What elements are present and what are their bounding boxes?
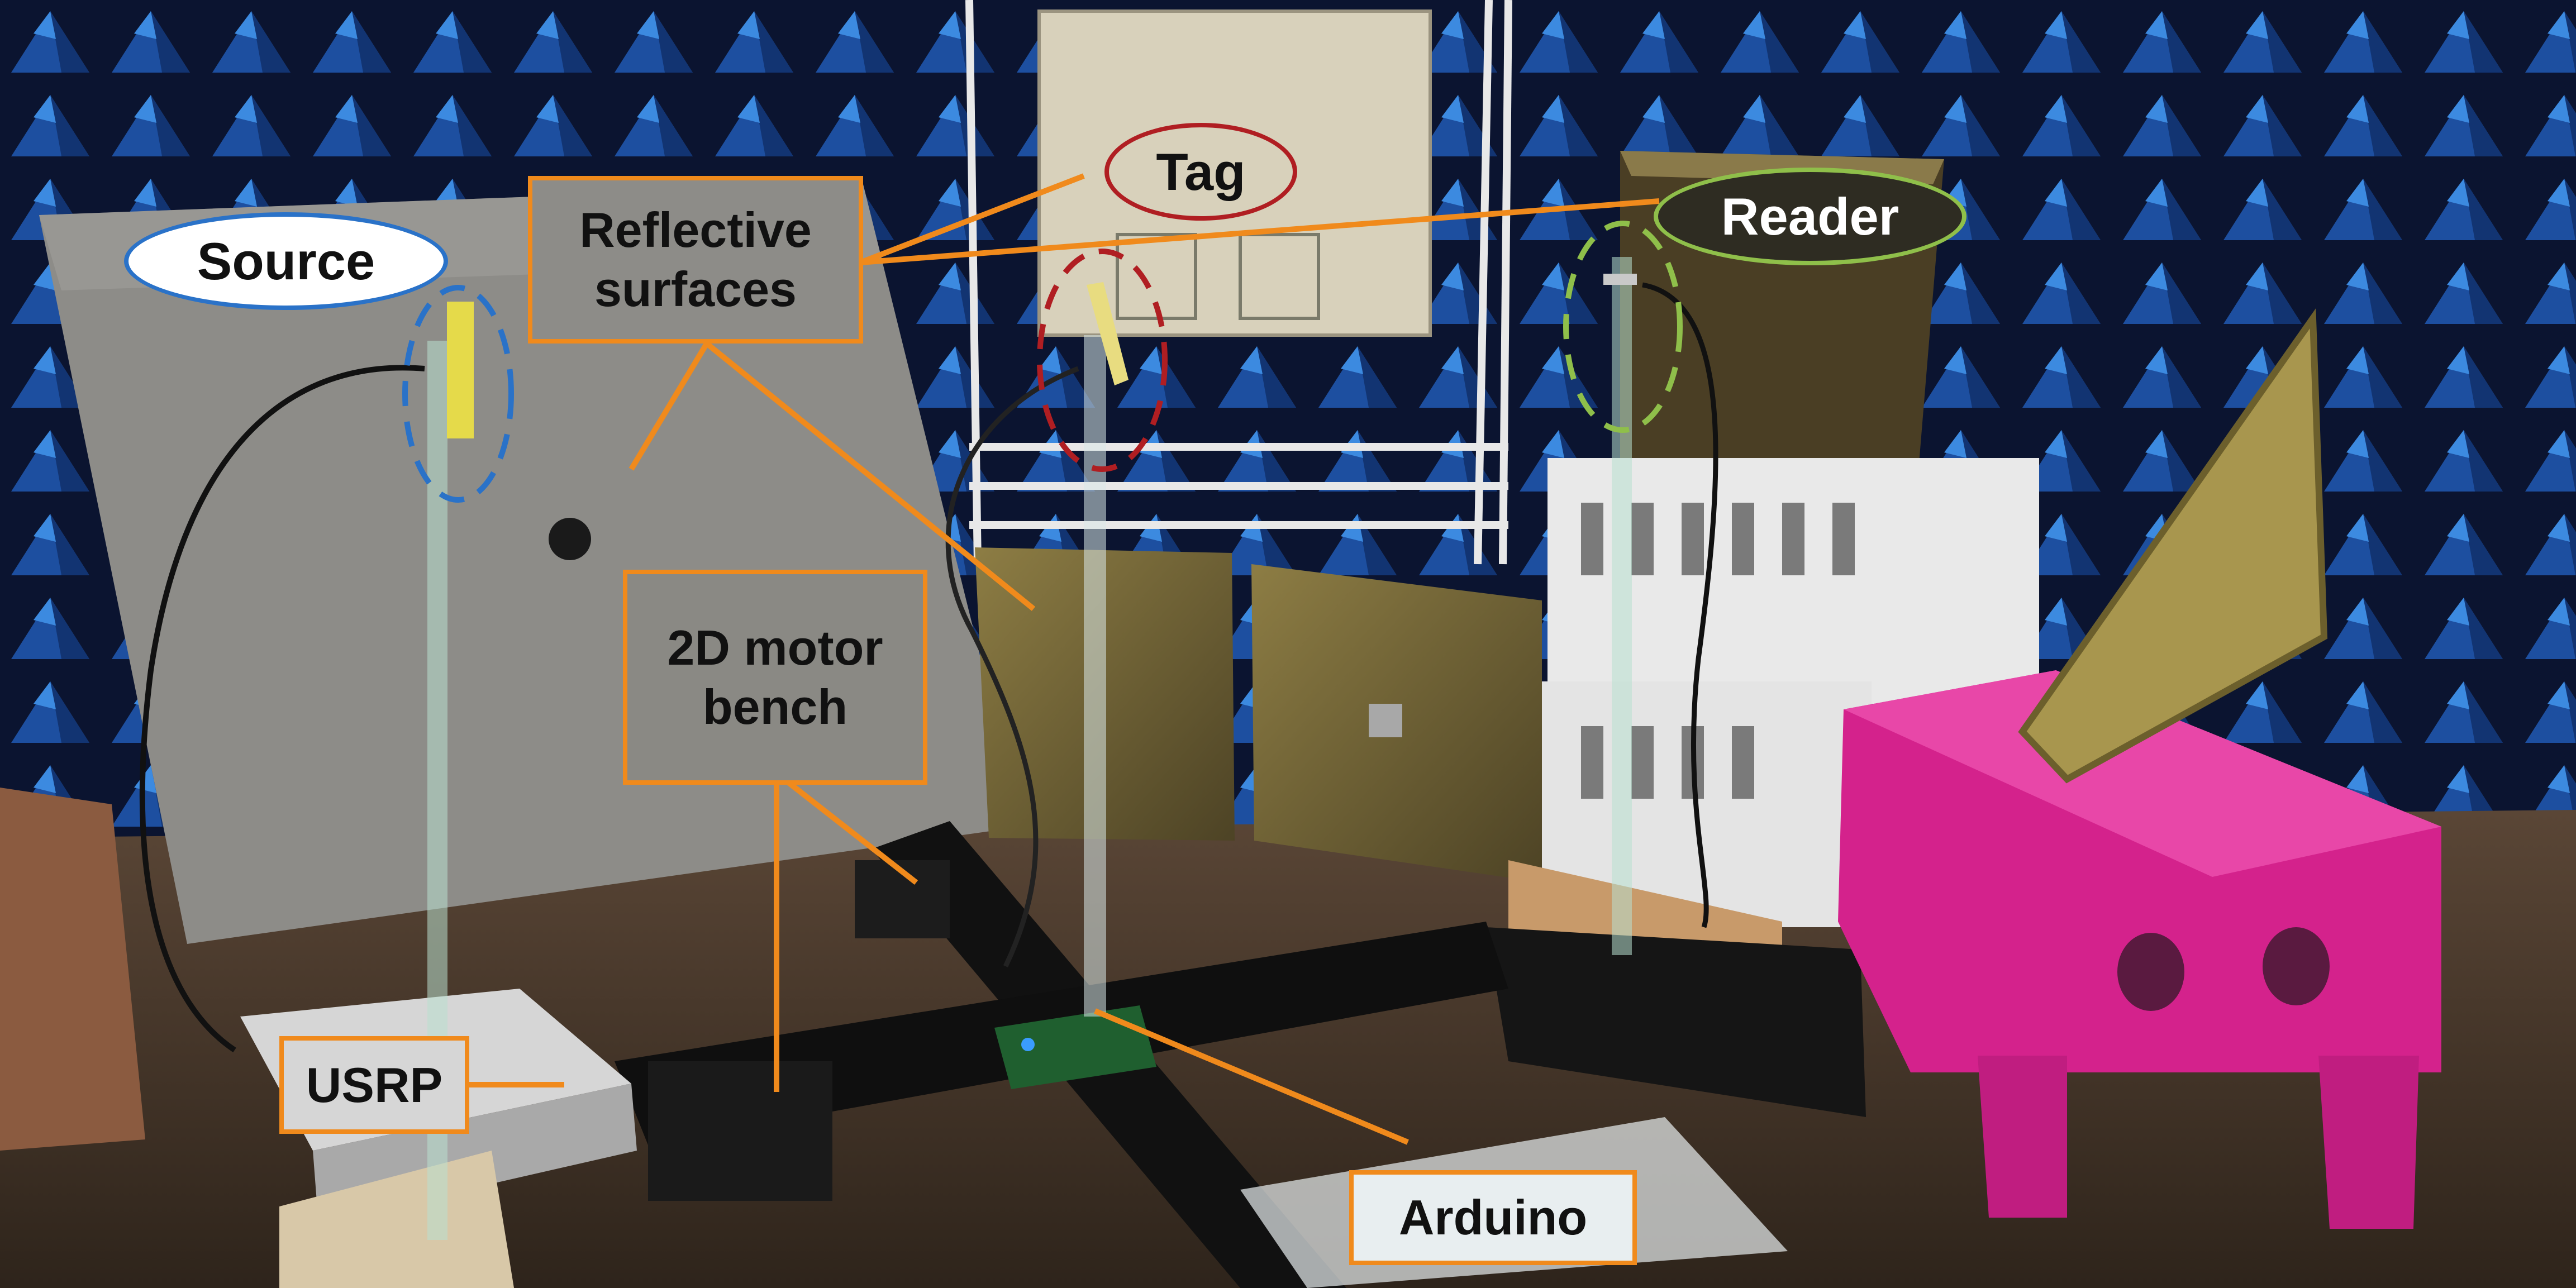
source-label: Source [124, 212, 448, 310]
tag-antenna [1087, 282, 1129, 385]
arduino-label-text: Arduino [1398, 1190, 1588, 1246]
brass-tray [2018, 308, 2328, 784]
arduino-board [994, 1005, 1156, 1089]
source-antenna-marker [402, 285, 514, 503]
source-label-text: Source [197, 231, 375, 290]
sheet-knob [549, 518, 591, 560]
reader-pole [1612, 257, 1632, 955]
reflective-surfaces-label-text: Reflective surfaces [579, 202, 812, 317]
usrp-label-text: USRP [306, 1057, 443, 1113]
reader-label-text: Reader [1721, 187, 1899, 246]
motor-bench-label: 2D motor bench [623, 570, 927, 785]
tag-label-text: Tag [1156, 142, 1246, 201]
tag-pole [1084, 335, 1106, 1017]
reflective-surfaces-label: Reflective surfaces [528, 176, 863, 344]
wood-block-front [279, 1151, 514, 1288]
cardboard [0, 788, 145, 1151]
motor-left [648, 1061, 832, 1201]
reader-label: Reader [1654, 168, 1966, 265]
wire-shelf [965, 0, 1512, 565]
tag-antenna-marker [1037, 249, 1168, 472]
source-antenna [447, 302, 474, 438]
arduino-label: Arduino [1349, 1170, 1637, 1265]
usrp-label: USRP [279, 1036, 469, 1134]
motor-bench-label-text: 2D motor bench [667, 619, 883, 734]
reader-antenna-marker [1563, 221, 1683, 433]
tag-label: Tag [1104, 123, 1297, 221]
